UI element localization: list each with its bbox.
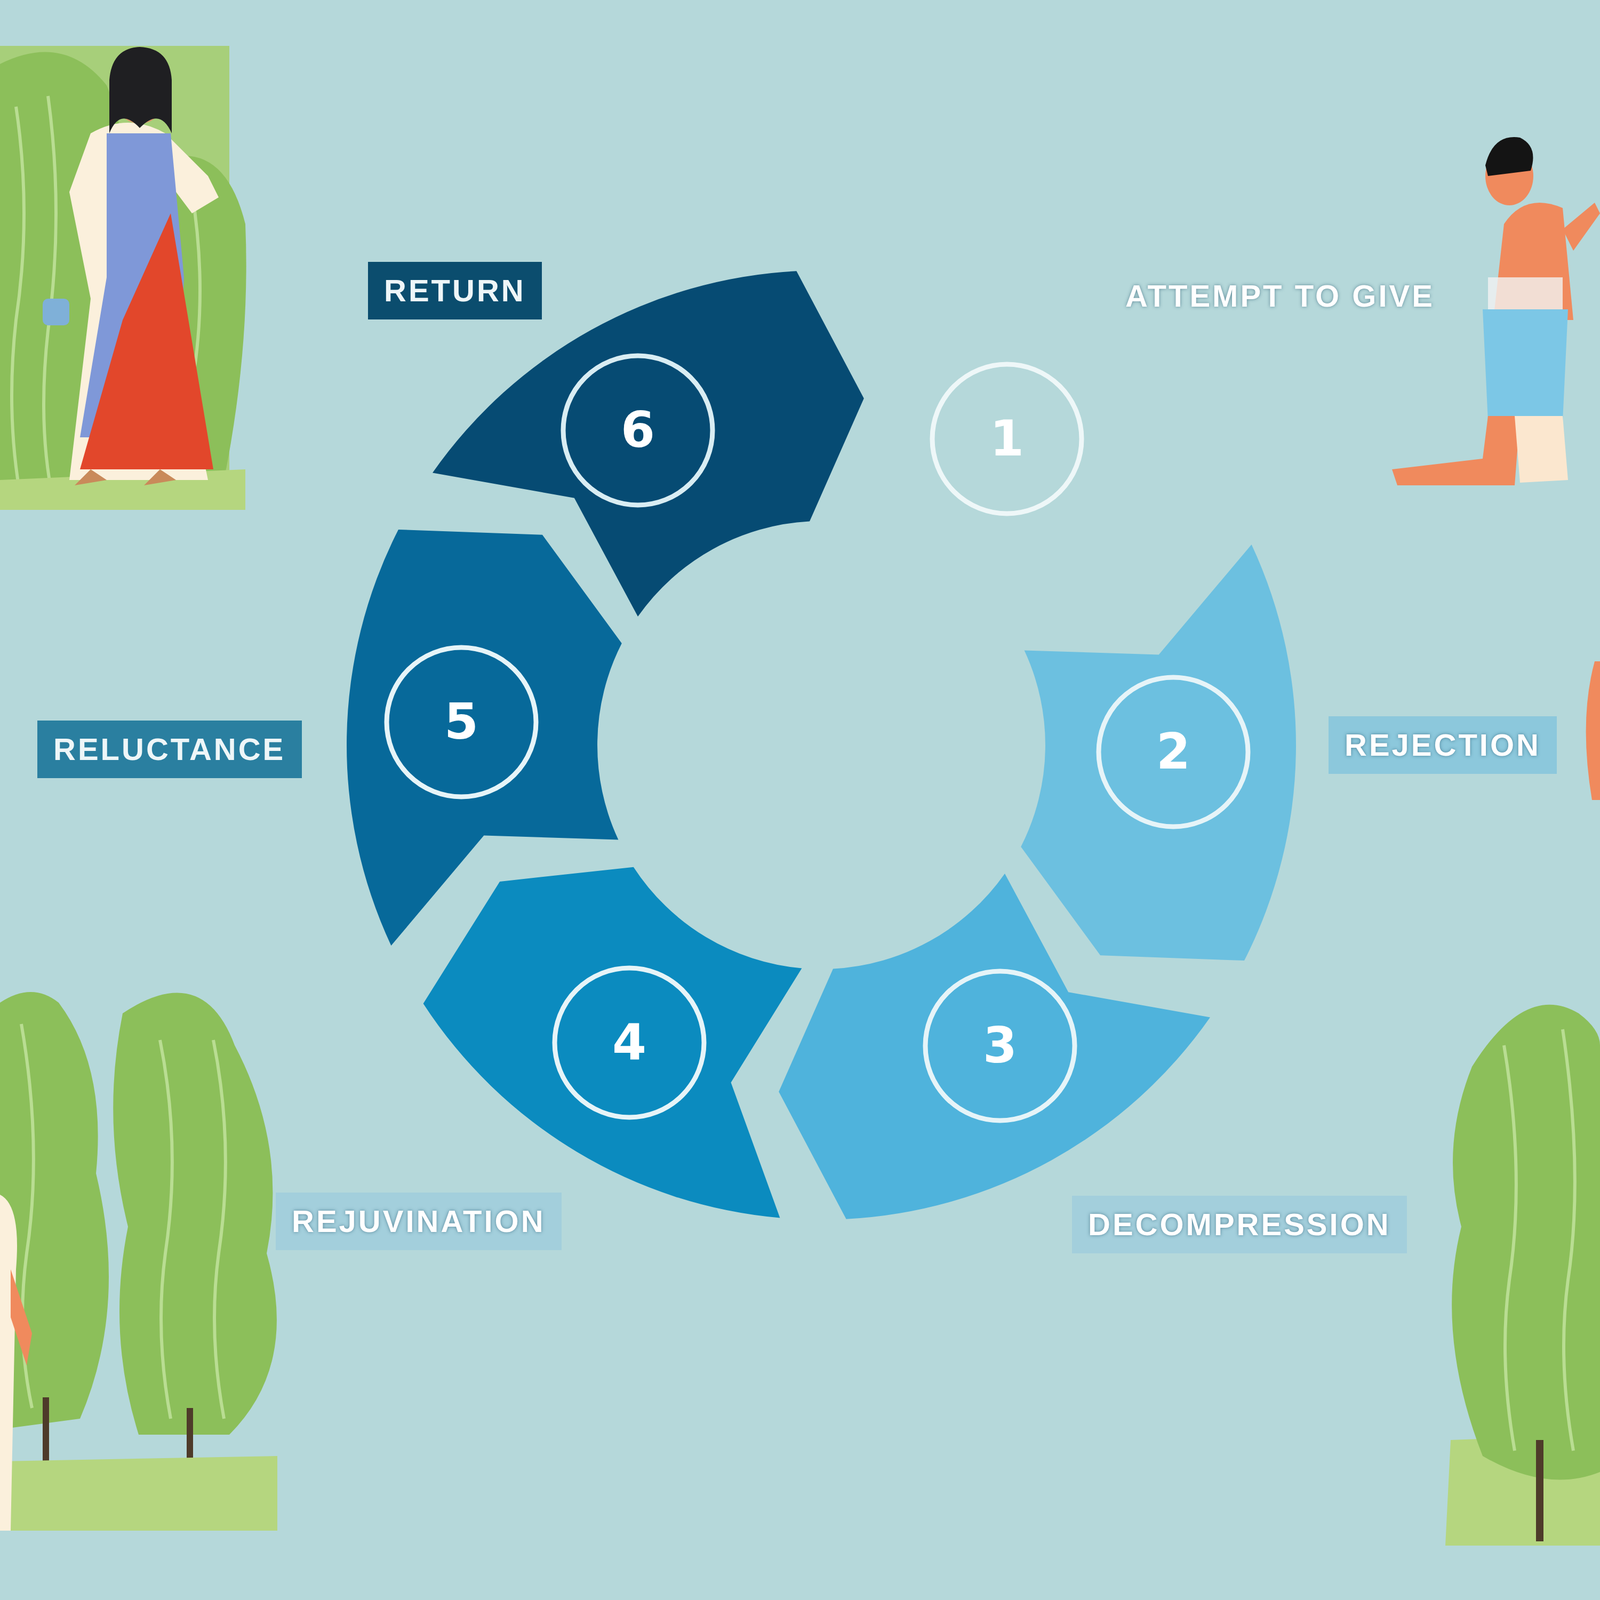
step-number: 5 [444, 697, 479, 747]
step-circle: 4 [549, 962, 710, 1123]
trees-left [0, 992, 278, 1531]
step-name: DECOMPRESSION [1088, 1207, 1391, 1242]
step-label: RETURN [368, 261, 542, 320]
step-circle: 3 [920, 965, 1080, 1126]
step-name: ATTEMPT TO GIVE [1125, 278, 1435, 314]
step-name: RETURN [384, 273, 526, 308]
step-number: 1 [989, 414, 1024, 464]
cycle-segment [432, 270, 864, 617]
step-label: DECOMPRESSION [1072, 1195, 1407, 1254]
partial-figure [1586, 661, 1600, 800]
step-circle: 2 [1093, 672, 1254, 832]
robed-man-scene [0, 45, 247, 510]
cycle-segment [778, 873, 1211, 1220]
step-label: RELUCTANCE [37, 720, 302, 779]
step-name: REJECTION [1344, 728, 1541, 763]
cycle-segment [346, 529, 622, 946]
step-number: 2 [1156, 727, 1191, 777]
cycle-segment [1020, 544, 1296, 961]
step-circle: 1 [926, 358, 1087, 519]
step-name: RELUCTANCE [53, 732, 286, 767]
step-label: REJECTION [1328, 716, 1557, 774]
step-name: REJUVINATION [291, 1204, 546, 1239]
step-number: 4 [612, 1018, 647, 1068]
step-label: REJUVINATION [275, 1192, 562, 1251]
tree-right [1445, 1004, 1600, 1546]
step-circle: 5 [381, 642, 542, 803]
step-label: ATTEMPT TO GIVE [1109, 267, 1451, 325]
cycle-segment [423, 867, 803, 1219]
step-number: 6 [620, 405, 655, 455]
step-circle: 6 [557, 350, 718, 511]
step-number: 3 [982, 1021, 1018, 1071]
